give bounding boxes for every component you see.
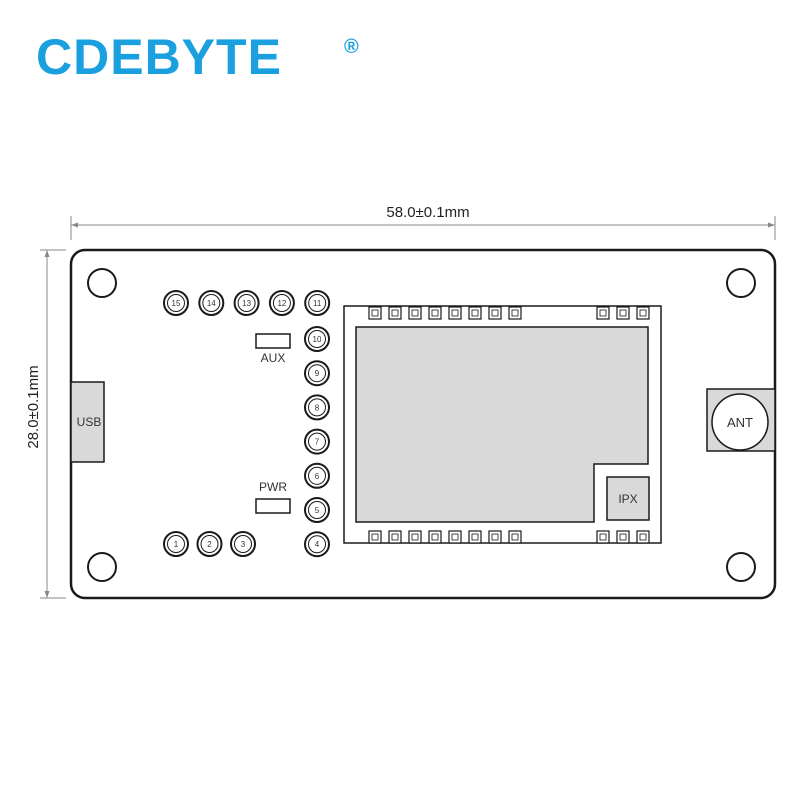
module-pad xyxy=(468,530,482,544)
pin-9: 9 xyxy=(304,360,330,387)
usb-label: USB xyxy=(77,415,102,429)
module-pad xyxy=(448,306,462,320)
pin-14: 14 xyxy=(198,290,225,316)
pwr-led: PWR xyxy=(255,480,291,514)
brand-name: CDEBYTE xyxy=(36,29,282,85)
pin-4: 4 xyxy=(304,531,330,558)
width-dimension: 58.0±0.1mm xyxy=(70,204,776,240)
mounting-hole-bottom-right xyxy=(726,552,756,582)
pin-label: 10 xyxy=(313,335,322,344)
module-pad xyxy=(508,306,522,320)
antenna-connector: ANT xyxy=(706,388,776,452)
pin-8: 8 xyxy=(304,394,330,421)
pin-row-bottom: 1 2 3 xyxy=(163,531,256,557)
module-pad xyxy=(616,306,630,320)
width-label: 58.0±0.1mm xyxy=(386,204,469,221)
mounting-hole-top-left xyxy=(87,268,117,298)
brand-logo: CDEBYTE xyxy=(36,32,282,82)
pin-label: 7 xyxy=(315,438,320,447)
module-pad xyxy=(596,306,610,320)
pin-label: 5 xyxy=(315,506,320,515)
ipx-label: IPX xyxy=(618,492,637,506)
module-pad xyxy=(368,530,382,544)
pin-11: 11 xyxy=(304,290,331,316)
module-pad xyxy=(408,306,422,320)
module-pad xyxy=(368,306,382,320)
pin-5: 5 xyxy=(304,497,330,523)
module-shield xyxy=(355,326,649,523)
pin-column: 10 9 8 7 6 5 4 xyxy=(304,326,330,558)
pin-label: 12 xyxy=(277,299,286,308)
ipx-connector xyxy=(606,476,650,521)
pin-label: 15 xyxy=(172,299,181,308)
module-pad xyxy=(636,530,650,544)
pin-7: 7 xyxy=(304,428,330,455)
module-pad xyxy=(408,530,422,544)
pin-3: 3 xyxy=(230,531,256,557)
module-pad xyxy=(636,306,650,320)
aux-label: AUX xyxy=(261,351,286,365)
aux-led: AUX xyxy=(255,333,291,365)
pin-row-top: 15 14 13 12 11 xyxy=(163,290,331,316)
module-pad xyxy=(488,530,502,544)
pin-6: 6 xyxy=(304,462,330,489)
pin-10: 10 xyxy=(304,326,330,352)
module-pad xyxy=(508,530,522,544)
ant-label: ANT xyxy=(727,415,753,430)
module-pad xyxy=(388,530,402,544)
module-pad xyxy=(448,530,462,544)
mounting-hole-top-right xyxy=(726,268,756,298)
module-pads-top xyxy=(368,306,650,320)
pin-label: 2 xyxy=(207,540,212,549)
height-dimension: 28.0±0.1mm xyxy=(25,249,66,599)
module-pad xyxy=(616,530,630,544)
rf-module: IPX xyxy=(343,305,662,544)
pin-label: 3 xyxy=(241,540,246,549)
pin-label: 9 xyxy=(315,369,320,378)
pin-13: 13 xyxy=(233,290,260,316)
pin-label: 8 xyxy=(315,403,320,412)
module-pad xyxy=(428,530,442,544)
module-pad xyxy=(468,306,482,320)
pin-1: 1 xyxy=(163,531,189,557)
usb-connector: USB xyxy=(70,381,105,463)
pin-label: 13 xyxy=(242,299,251,308)
module-pads-bottom xyxy=(368,530,650,544)
pin-12: 12 xyxy=(268,290,295,316)
module-pad xyxy=(388,306,402,320)
height-label: 28.0±0.1mm xyxy=(25,365,42,448)
mounting-hole-bottom-left xyxy=(87,552,117,582)
module-pad xyxy=(488,306,502,320)
pin-label: 1 xyxy=(174,540,179,549)
pin-label: 6 xyxy=(315,472,320,481)
pin-label: 4 xyxy=(315,540,320,549)
pin-label: 11 xyxy=(313,299,322,308)
pin-15: 15 xyxy=(163,290,189,316)
module-pad xyxy=(596,530,610,544)
module-pad xyxy=(428,306,442,320)
registered-mark: ® xyxy=(344,36,359,58)
pwr-label: PWR xyxy=(259,480,287,494)
pin-2: 2 xyxy=(196,531,223,557)
pin-label: 14 xyxy=(207,299,216,308)
